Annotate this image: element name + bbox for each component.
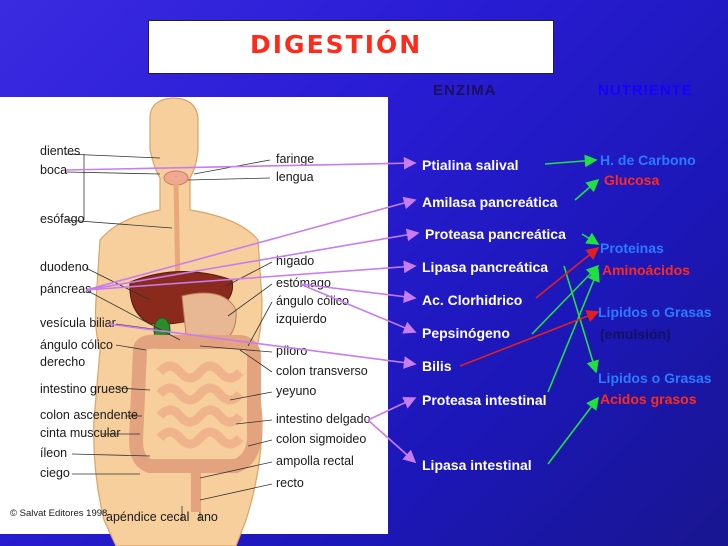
header-nutrient: NUTRIENTE <box>598 82 693 99</box>
slide-title: DIGESTIÓN <box>250 30 423 59</box>
nutrient-emulsion: (emulsión) <box>600 326 671 342</box>
enzyme-lipasa-pancreatica: Lipasa pancreática <box>422 259 549 275</box>
copyright-label: © Salvat Editores 1998 <box>10 508 108 519</box>
arrow-proteasa-intestinal-aminoacidos <box>547 268 600 393</box>
label-intestino-grueso: intestino grueso <box>40 382 129 396</box>
arrow-lipasa-intestinal-acidos <box>547 396 599 465</box>
nutrient-acidos-grasos: Acidos grasos <box>600 391 697 407</box>
arrow-ptialina-carbohidratos <box>544 154 598 168</box>
enzyme-lipasa-intestinal: Lipasa intestinal <box>422 457 532 473</box>
label-vesicula-biliar: vesícula biliar <box>40 316 116 330</box>
label-angulo-colico-derecho: ángulo cólico <box>40 338 113 352</box>
label-ciego: ciego <box>40 466 70 480</box>
enzyme-proteasa-pancreatica: Proteasa pancreática <box>425 226 566 242</box>
nutrient-aminoacidos: Aminoácidos <box>602 262 690 278</box>
nutrient-glucosa: Glucosa <box>604 172 660 188</box>
label-ampolla-rectal: ampolla rectal <box>276 454 354 468</box>
enzyme-bilis: Bilis <box>422 358 452 374</box>
nutrient-lipidos-1: Lipidos o Grasas <box>598 304 712 320</box>
label-colon-transverso: colon transverso <box>276 364 368 378</box>
label-derecho: derecho <box>40 355 86 369</box>
arrow-lipasa-lipidos <box>563 265 599 374</box>
label-faringe: faringe <box>276 152 315 166</box>
label-yeyuno: yeyuno <box>276 384 317 398</box>
label-esofago: esófago <box>40 212 85 226</box>
enzyme-proteasa-intestinal: Proteasa intestinal <box>422 392 547 408</box>
arrow-proteasa-proteinas <box>581 232 600 245</box>
label-izquierdo: izquierdo <box>276 312 327 326</box>
label-dientes: dientes <box>40 144 81 158</box>
nutrient-lipidos-2: Lipidos o Grasas <box>598 370 712 386</box>
header-enzyme: ENZIMA <box>433 82 497 99</box>
label-estomago: estómago <box>276 276 331 290</box>
label-angulo-colico-izquierdo: ángulo cólico <box>276 294 349 308</box>
label-colon-sigmoideo: colon sigmoideo <box>276 432 367 446</box>
label-apendice-cecal: apéndice cecal <box>106 510 190 524</box>
title-box <box>148 20 554 74</box>
arrow-amilasa-glucosa <box>574 178 600 201</box>
nutrient-carbohidratos: H. de Carbono <box>600 152 696 168</box>
label-intestino-delgado: intestino delgado <box>276 412 371 426</box>
enzyme-amilasa: Amilasa pancreática <box>422 194 558 210</box>
label-recto: recto <box>276 476 304 490</box>
label-cinta-muscular: cinta muscular <box>40 426 121 440</box>
label-piloro: píloro <box>276 344 308 358</box>
enzyme-acido-clorhidrico: Ac. Clorhidrico <box>422 292 523 308</box>
arrow-pepsinogeno-aminoacidos <box>531 264 600 335</box>
label-ano: ano <box>197 510 218 524</box>
label-lengua: lengua <box>276 170 314 184</box>
label-ileon: íleon <box>40 446 68 460</box>
label-higado: hígado <box>276 254 315 268</box>
label-duodeno: duodeno <box>40 260 89 274</box>
label-colon-ascendente: colon ascendente <box>40 408 138 422</box>
enzyme-pepsinogeno: Pepsinógeno <box>422 325 510 341</box>
label-pancreas: páncreas <box>40 282 92 296</box>
enzyme-ptialina: Ptialina salival <box>422 157 519 173</box>
nutrient-proteinas: Proteinas <box>600 240 664 256</box>
label-boca: boca <box>40 163 68 177</box>
